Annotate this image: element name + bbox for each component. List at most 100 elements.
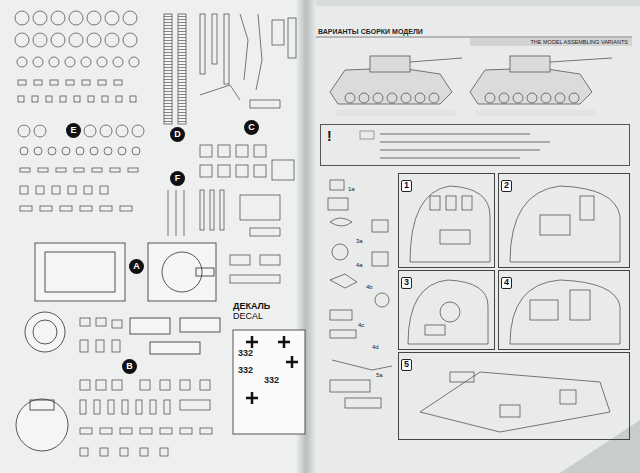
sprue-parts-shape bbox=[97, 57, 107, 67]
sprue-parts-shape bbox=[120, 206, 132, 211]
subassembly-parts-shape bbox=[330, 330, 356, 338]
sprue-parts-shape bbox=[56, 168, 66, 172]
sprue-letter: F bbox=[170, 171, 185, 186]
tank-variants-shape bbox=[359, 93, 369, 103]
sprue-parts-shape bbox=[49, 57, 59, 67]
sprue-letter: C bbox=[244, 120, 259, 135]
callout-number: 4d bbox=[372, 344, 379, 351]
tank-variants-shape bbox=[373, 93, 383, 103]
small-parts-b-shape bbox=[140, 448, 148, 456]
sprue-parts-shape bbox=[34, 125, 46, 137]
sprue-letter: E bbox=[66, 123, 81, 138]
step-number: 1 bbox=[401, 180, 412, 192]
sprue-parts-shape bbox=[110, 168, 120, 172]
sprue-parts-shape bbox=[33, 33, 47, 47]
small-parts-b-shape bbox=[122, 400, 128, 414]
small-parts-b-shape bbox=[140, 428, 152, 434]
hull-and-turret bbox=[16, 243, 220, 451]
track-runs bbox=[164, 14, 186, 236]
hull-and-turret-shape bbox=[148, 243, 216, 301]
hull-and-turret-shape bbox=[180, 318, 220, 332]
hull-and-turret-shape bbox=[150, 342, 200, 354]
small-parts-b-shape bbox=[260, 255, 280, 265]
small-parts-b-shape bbox=[160, 448, 168, 456]
decal-number: 332 bbox=[264, 376, 279, 386]
step-drawings-shape bbox=[530, 300, 558, 320]
sprue-c-parts-shape bbox=[218, 165, 230, 177]
step-drawings-shape bbox=[462, 196, 472, 210]
sprue-c-parts-shape bbox=[256, 14, 262, 90]
sprue-parts-shape bbox=[66, 80, 74, 85]
sprue-parts-shape bbox=[84, 186, 92, 194]
sprue-parts-shape bbox=[123, 11, 137, 25]
step-drawings-shape bbox=[560, 390, 576, 404]
sprue-parts-shape bbox=[80, 206, 92, 211]
subassembly-parts bbox=[328, 180, 392, 408]
header-band-shape bbox=[316, 37, 632, 38]
tank-variants-shape bbox=[527, 93, 537, 103]
step-drawings-shape bbox=[500, 405, 520, 417]
warning-lines-shape bbox=[360, 131, 374, 139]
sprue-parts-shape bbox=[76, 147, 84, 155]
sprue-c-parts-shape bbox=[200, 14, 205, 74]
small-parts-b-shape bbox=[80, 448, 88, 456]
sprue-parts-shape bbox=[52, 186, 60, 194]
sprue-parts-shape bbox=[74, 168, 84, 172]
subassembly-parts-shape bbox=[375, 293, 389, 307]
sprue-c-parts-shape bbox=[240, 14, 248, 80]
sprue-parts-shape bbox=[132, 125, 144, 137]
sprue-parts-shape bbox=[82, 80, 90, 85]
callout-number: 4a bbox=[356, 262, 363, 269]
sprue-c-parts-shape bbox=[212, 14, 217, 64]
step-drawings-shape bbox=[446, 196, 456, 210]
sprue-c-parts-shape bbox=[288, 18, 296, 58]
decal-number: 332 bbox=[238, 349, 253, 359]
sprue-parts-shape bbox=[88, 96, 94, 102]
tank-variants-shape bbox=[555, 93, 565, 103]
step-panel: 3 bbox=[398, 270, 495, 350]
small-parts-b-shape bbox=[200, 428, 212, 434]
sprue-parts-shape bbox=[18, 80, 26, 85]
sprue-parts-shape bbox=[36, 186, 44, 194]
sprue-parts-shape bbox=[18, 96, 24, 102]
subassembly-parts-shape bbox=[330, 180, 344, 190]
tank-variants-shape bbox=[541, 93, 551, 103]
sprue-parts-shape bbox=[65, 57, 75, 67]
tank-variants bbox=[330, 56, 612, 116]
tank-variants-shape bbox=[569, 93, 579, 103]
tank-variants-shape bbox=[345, 93, 355, 103]
small-parts-b-shape bbox=[96, 340, 104, 352]
decal-label: DECAL bbox=[233, 312, 307, 322]
step-panel: 5 bbox=[398, 352, 630, 440]
step-drawings-shape bbox=[580, 196, 594, 220]
pages-shape bbox=[306, 6, 640, 473]
small-parts-b-shape bbox=[230, 255, 250, 265]
small-parts-b-shape bbox=[100, 428, 112, 434]
sprue-parts-shape bbox=[116, 96, 122, 102]
small-parts-b-shape bbox=[112, 320, 122, 328]
tank-variants-shape bbox=[415, 93, 425, 103]
sprue-parts-shape bbox=[20, 206, 32, 211]
sprue-c-parts-shape bbox=[220, 190, 224, 230]
small-parts-b-shape bbox=[80, 400, 86, 414]
sprue-parts-shape bbox=[92, 168, 102, 172]
step-drawings-shape bbox=[410, 186, 490, 262]
sprue-letter: A bbox=[129, 259, 144, 274]
track-runs-shape bbox=[168, 190, 169, 236]
sprue-c-parts-shape bbox=[210, 190, 214, 230]
sprue-letter-text: A bbox=[133, 262, 140, 272]
sprue-parts-shape bbox=[90, 147, 98, 155]
callout-number: 3a bbox=[356, 238, 363, 245]
decal-sheet-shape bbox=[233, 330, 305, 434]
subassembly-parts-shape bbox=[372, 220, 388, 232]
small-parts-b-shape bbox=[80, 340, 88, 352]
track-runs-shape bbox=[184, 190, 185, 236]
sprue-parts-shape bbox=[84, 125, 96, 137]
subtitle: THE MODEL ASSEMBLING VARIANTS bbox=[531, 39, 629, 45]
tank-variants-shape bbox=[410, 58, 462, 62]
small-parts-b-shape bbox=[120, 428, 132, 434]
sprue-parts-shape bbox=[32, 96, 38, 102]
sprue-c-parts-shape bbox=[272, 160, 294, 180]
small-parts-b-shape bbox=[180, 428, 192, 434]
